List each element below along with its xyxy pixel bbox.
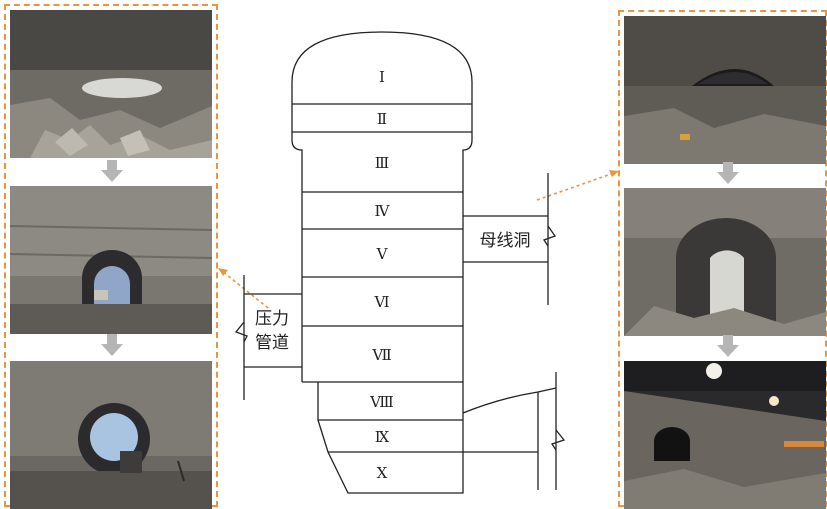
photo-right-1 bbox=[624, 16, 826, 164]
busbar-tunnel-label: 母线洞 bbox=[480, 231, 531, 251]
crown-arch bbox=[291, 31, 473, 104]
leader-lines bbox=[221, 172, 615, 309]
section-label-7: Ⅶ bbox=[371, 346, 391, 364]
section-label-10: Ⅹ bbox=[377, 464, 388, 482]
section-label-4: Ⅳ bbox=[375, 202, 391, 220]
photo-right-3 bbox=[624, 361, 826, 509]
down-arrow-right-1 bbox=[717, 162, 739, 184]
section-label-2: Ⅱ bbox=[377, 110, 387, 128]
leader-line-penstock bbox=[221, 270, 269, 309]
down-arrow-right-2 bbox=[717, 335, 739, 357]
down-arrow-left-1 bbox=[101, 160, 123, 182]
penstock-label-line2: 管道 bbox=[255, 333, 289, 353]
section-label-5: Ⅴ bbox=[376, 245, 389, 263]
section-label-9: Ⅸ bbox=[375, 428, 390, 446]
photo-left-2 bbox=[10, 186, 212, 334]
leader-line-busbar bbox=[536, 172, 615, 201]
section-label-8: Ⅷ bbox=[369, 393, 394, 411]
penstock-label-line1: 压力 bbox=[255, 309, 289, 329]
cavern-outline bbox=[234, 31, 566, 494]
sequence-arrows bbox=[101, 160, 739, 357]
section-label-1: Ⅰ bbox=[379, 68, 385, 86]
left-photo-panel bbox=[4, 4, 218, 509]
photo-left-3 bbox=[10, 361, 212, 509]
leader-arrowhead-right bbox=[609, 170, 619, 177]
right-photo-panel bbox=[618, 10, 827, 509]
down-arrow-left-2 bbox=[101, 334, 123, 356]
section-label-3: Ⅲ bbox=[375, 154, 389, 172]
photo-left-1 bbox=[10, 10, 212, 158]
section-label-6: Ⅵ bbox=[373, 293, 389, 311]
leader-arrowhead-left bbox=[218, 268, 228, 276]
photo-right-2 bbox=[624, 188, 826, 336]
